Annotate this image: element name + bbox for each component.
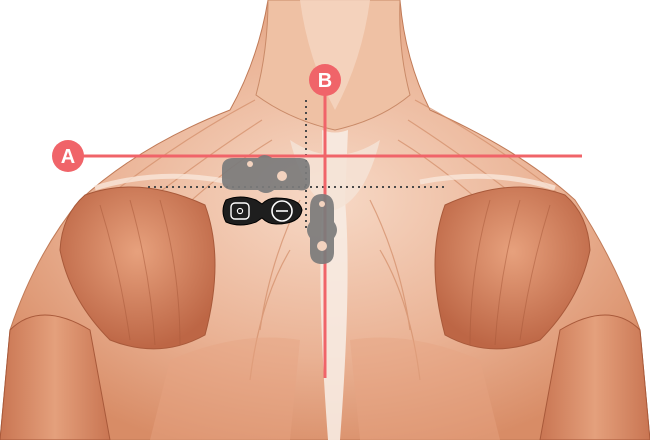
marker-a-circle [52,140,84,172]
device-left-button [230,202,250,220]
left-shoulder-ridge [94,173,231,191]
right-shoulder-ridge [419,173,556,191]
right-deltoid [434,186,591,350]
pad-horizontal-hole [247,161,253,167]
left-deltoid-fibres [99,199,181,346]
device-main-unit [222,196,303,226]
right-deltoid-fibres [469,199,551,346]
left-latissimus [150,337,300,440]
device-power-icon [236,207,244,215]
device-right-dial [271,200,293,222]
pad-vertical-placement [307,194,337,264]
pad-vertical-hole [319,201,325,207]
right-upper-arm [539,314,650,440]
marker-a: A [52,140,84,172]
marker-b-circle [309,64,341,96]
right-latissimus [350,337,500,440]
device-dial-mark [276,210,288,212]
marker-b-label: B [318,70,332,92]
pad-horizontal-placement [222,155,310,193]
marker-b: B [309,64,341,96]
pad-vertical-hole [317,241,327,251]
neck-shading [300,0,370,110]
marker-a-label: A [61,146,75,168]
left-upper-arm [0,314,111,440]
left-deltoid [59,186,216,350]
pad-horizontal-hole [277,171,287,181]
